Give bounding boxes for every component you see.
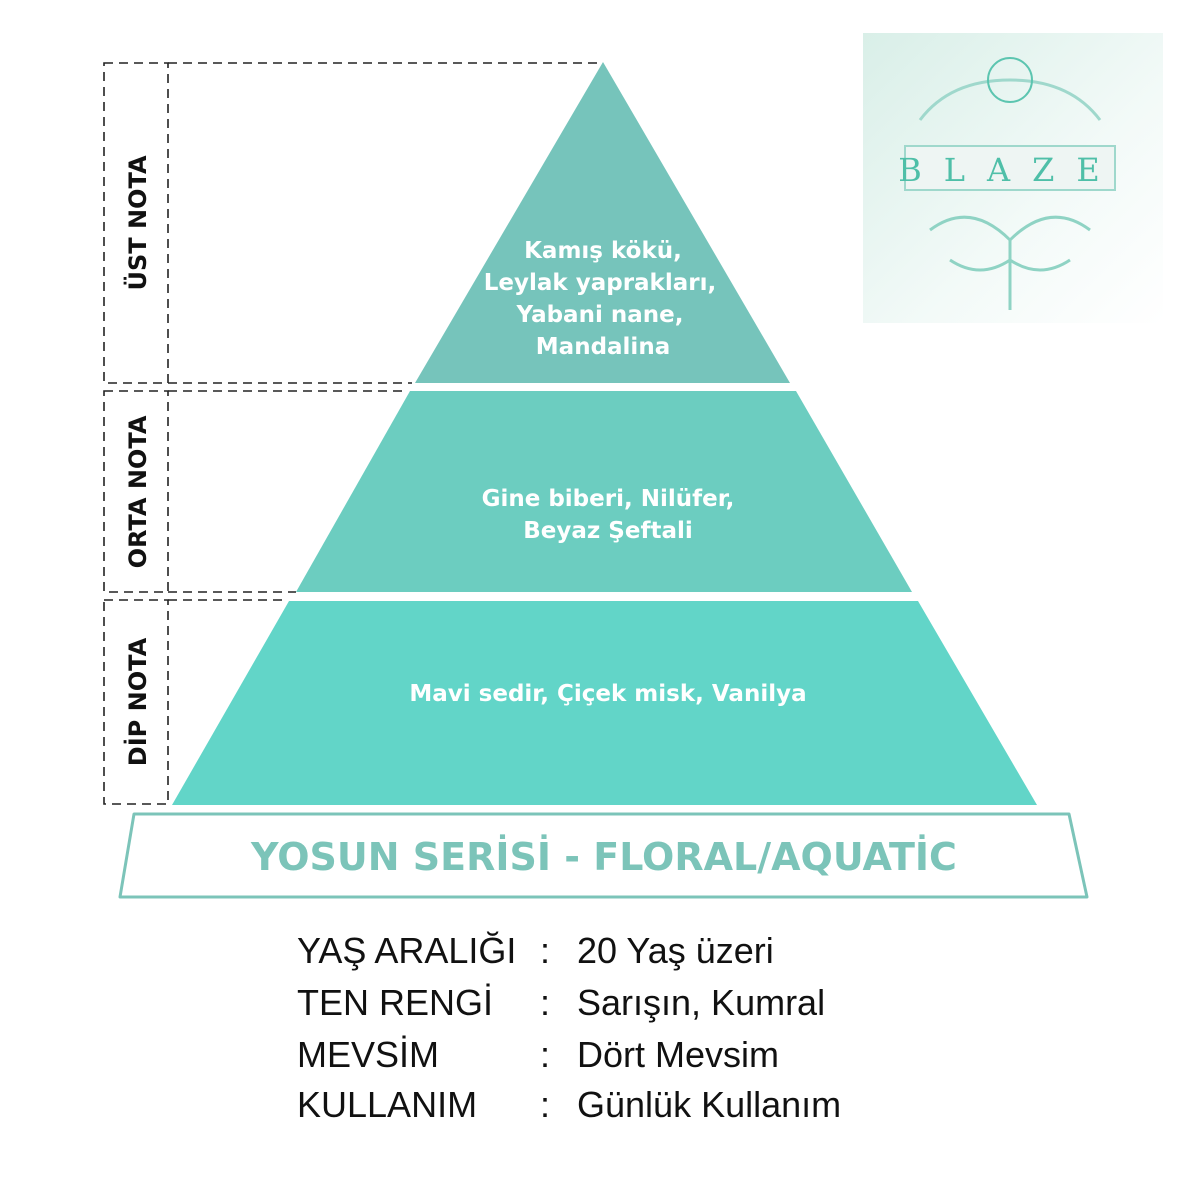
info-value: 20 Yaş üzeri xyxy=(577,930,774,971)
base-note-label: DİP NOTA xyxy=(123,637,152,766)
series-title: YOSUN SERİSİ - FLORAL/AQUATİC xyxy=(250,835,957,879)
middle-note-label: ORTA NOTA xyxy=(124,415,152,568)
info-sep: : xyxy=(540,1084,550,1125)
info-sep: : xyxy=(540,982,550,1023)
pyramid-middle-tier xyxy=(296,391,912,592)
dashed-guides xyxy=(103,62,600,805)
middle-notes-line: Gine biberi, Nilüfer, xyxy=(482,486,735,512)
series-banner xyxy=(118,812,1089,899)
base-notes-line: Mavi sedir, Çiçek misk, Vanilya xyxy=(409,681,806,707)
info-value: Günlük Kullanım xyxy=(577,1084,841,1125)
info-value: Dört Mevsim xyxy=(577,1034,779,1075)
info-key: TEN RENGİ xyxy=(297,982,493,1023)
info-key: MEVSİM xyxy=(297,1034,439,1075)
info-key: YAŞ ARALIĞI xyxy=(297,930,516,971)
info-table: YAŞ ARALIĞI : 20 Yaş üzeri TEN RENGİ : S… xyxy=(297,930,841,1125)
blaze-logo: BLAZE xyxy=(863,33,1163,323)
top-note-label: ÜST NOTA xyxy=(122,155,152,290)
top-notes-line: Kamış kökü, xyxy=(524,238,682,264)
svg-text:BLAZE: BLAZE xyxy=(898,151,1121,189)
top-notes-line: Yabani nane, xyxy=(516,302,684,328)
middle-notes-line: Beyaz Şeftali xyxy=(523,518,693,544)
top-notes-line: Leylak yaprakları, xyxy=(484,270,716,296)
info-value: Sarışın, Kumral xyxy=(577,982,825,1023)
info-key: KULLANIM xyxy=(297,1084,477,1125)
info-sep: : xyxy=(540,930,550,971)
pyramid-bottom-tier xyxy=(172,601,1037,805)
info-sep: : xyxy=(540,1034,550,1075)
pyramid-top-tier xyxy=(415,62,790,383)
top-notes-line: Mandalina xyxy=(536,334,670,360)
